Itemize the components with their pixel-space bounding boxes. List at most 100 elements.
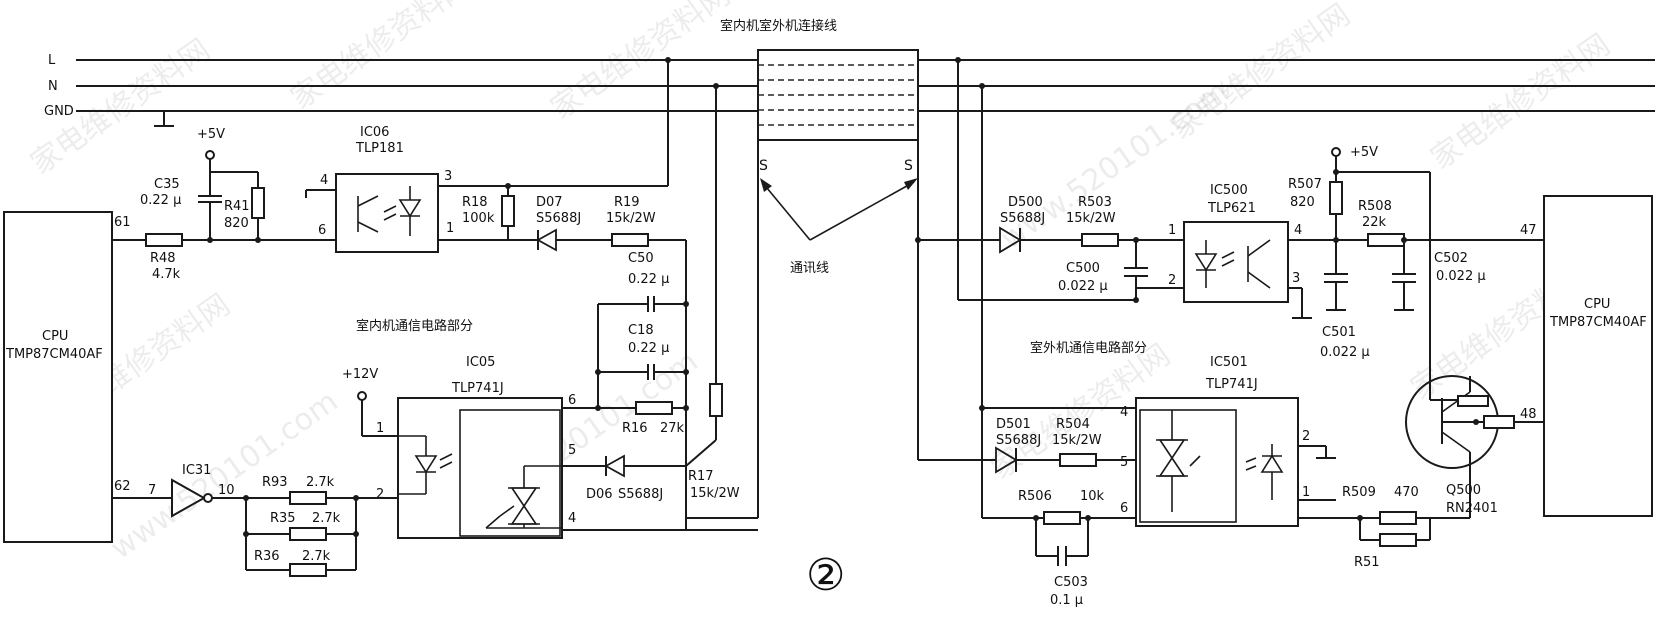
watermark-name: 家电维修资料网 xyxy=(1425,27,1617,176)
c503-ref: C503 xyxy=(1054,575,1088,590)
r16-value: 27k xyxy=(660,421,685,436)
ic31-pin10: 10 xyxy=(218,483,235,498)
ic501-pin6: 6 xyxy=(1120,501,1128,516)
ic06-pin4: 4 xyxy=(320,173,328,188)
r17-value: 15k/2W xyxy=(690,486,740,501)
figure-number: ② xyxy=(806,550,845,601)
watermark-name: 家电维修资料网 xyxy=(545,0,737,127)
ic05-pin1: 1 xyxy=(376,421,384,436)
ic05-pin2: 2 xyxy=(376,487,384,502)
outdoor-cpu xyxy=(1543,195,1653,517)
c500-ref: C500 xyxy=(1066,261,1100,276)
ic500 xyxy=(1183,221,1289,303)
outdoor-cpu-pin47: 47 xyxy=(1520,223,1537,238)
ic500-ref: IC500 xyxy=(1210,183,1248,198)
ic05 xyxy=(397,397,563,539)
c50-ref: C50 xyxy=(628,251,654,266)
r35-value: 2.7k xyxy=(312,511,341,526)
r503-value: 15k/2W xyxy=(1066,211,1116,226)
r36-value: 2.7k xyxy=(302,549,331,564)
c35-ref: C35 xyxy=(154,177,180,192)
ic500-pin1: 1 xyxy=(1168,223,1176,238)
r509-ref: R509 xyxy=(1342,485,1376,500)
indoor-cpu xyxy=(3,211,113,543)
indoor-cpu-model: TMP87CM40AF xyxy=(5,347,103,362)
ic06-pin3: 3 xyxy=(444,169,452,184)
c501-ref: C501 xyxy=(1322,325,1356,340)
r508-value: 22k xyxy=(1362,215,1387,230)
ic06-part: TLP181 xyxy=(355,141,404,156)
ic06-pin1: 1 xyxy=(446,221,454,236)
connection-cable: 室内机室外机连接线 S S 通讯线 xyxy=(720,18,919,518)
d501-ref: D501 xyxy=(996,417,1031,432)
watermark-name: 家电维修资料网 xyxy=(285,0,477,117)
ic31-ref: IC31 xyxy=(182,463,211,478)
r18-value: 100k xyxy=(462,211,495,226)
c18-ref: C18 xyxy=(628,323,654,338)
ic501-pin4: 4 xyxy=(1120,405,1128,420)
r48-ref: R48 xyxy=(150,251,176,266)
ic05-part: TLP741J xyxy=(451,381,504,396)
r508-ref: R508 xyxy=(1358,199,1392,214)
r506-value: 10k xyxy=(1080,489,1105,504)
indoor-section-label: 室内机通信电路部分 xyxy=(356,318,473,334)
d500-ref: D500 xyxy=(1008,195,1043,210)
q500-part: RN2401 xyxy=(1446,501,1498,516)
indoor-vcc5-label: +5V xyxy=(197,127,225,142)
c18-value: 0.22 μ xyxy=(628,341,669,356)
r41-value: 820 xyxy=(224,216,249,231)
r36-ref: R36 xyxy=(254,549,280,564)
r93-value: 2.7k xyxy=(306,475,335,490)
r18-ref: R18 xyxy=(462,195,488,210)
d06-value: S5688J xyxy=(618,487,663,502)
ic500-part: TLP621 xyxy=(1207,201,1256,216)
ic05-ref: IC05 xyxy=(466,355,495,370)
ic501-pin1: 1 xyxy=(1302,485,1310,500)
bus-label-l: L xyxy=(48,53,56,68)
d07-value: S5688J xyxy=(536,211,581,226)
c35-value: 0.22 μ xyxy=(140,193,181,208)
ic500-pin4: 4 xyxy=(1294,223,1302,238)
r48-value: 4.7k xyxy=(152,267,181,282)
ic500-pin2: 2 xyxy=(1168,273,1176,288)
ic06-ref: IC06 xyxy=(360,125,389,140)
s-right-label: S xyxy=(904,158,913,174)
ic501-part: TLP741J xyxy=(1205,377,1258,392)
ic31-pin7: 7 xyxy=(148,483,156,498)
r504-value: 15k/2W xyxy=(1052,433,1102,448)
d06-ref: D06 xyxy=(586,487,613,502)
r17-ref: R17 xyxy=(688,469,714,484)
s-left-label: S xyxy=(759,158,768,174)
d501-value: S5688J xyxy=(996,433,1041,448)
watermark-name: 家电维修资料网 xyxy=(1165,0,1357,147)
r507-ref: R507 xyxy=(1288,177,1322,192)
r506-ref: R506 xyxy=(1018,489,1052,504)
bus-label-gnd: GND xyxy=(44,104,74,119)
ic05-pin4: 4 xyxy=(568,511,576,526)
ic06-pin6: 6 xyxy=(318,223,326,238)
outdoor-cpu-name: CPU xyxy=(1584,297,1610,312)
ic05-pin5: 5 xyxy=(568,443,576,458)
r504-ref: R504 xyxy=(1056,417,1090,432)
r93-ref: R93 xyxy=(262,475,288,490)
ic501-pin5: 5 xyxy=(1120,455,1128,470)
q500-ref: Q500 xyxy=(1446,483,1481,498)
c502-ref: C502 xyxy=(1434,251,1468,266)
comm-line-label: 通讯线 xyxy=(790,261,829,276)
ic501 xyxy=(1135,397,1299,527)
c501-value: 0.022 μ xyxy=(1320,345,1370,360)
c503-value: 0.1 μ xyxy=(1050,593,1083,608)
r51-ref: R51 xyxy=(1354,555,1380,570)
outdoor-vcc5-label: +5V xyxy=(1350,145,1378,160)
outdoor-cpu-pin48: 48 xyxy=(1520,407,1537,422)
r509-value: 470 xyxy=(1394,485,1419,500)
d500-value: S5688J xyxy=(1000,211,1045,226)
c502-value: 0.022 μ xyxy=(1436,269,1486,284)
indoor-cpu-pin61: 61 xyxy=(114,215,131,230)
d07-ref: D07 xyxy=(536,195,563,210)
ic501-pin2: 2 xyxy=(1302,429,1310,444)
r507-value: 820 xyxy=(1290,195,1315,210)
ic05-pin6: 6 xyxy=(568,393,576,408)
c50-value: 0.22 μ xyxy=(628,272,669,287)
